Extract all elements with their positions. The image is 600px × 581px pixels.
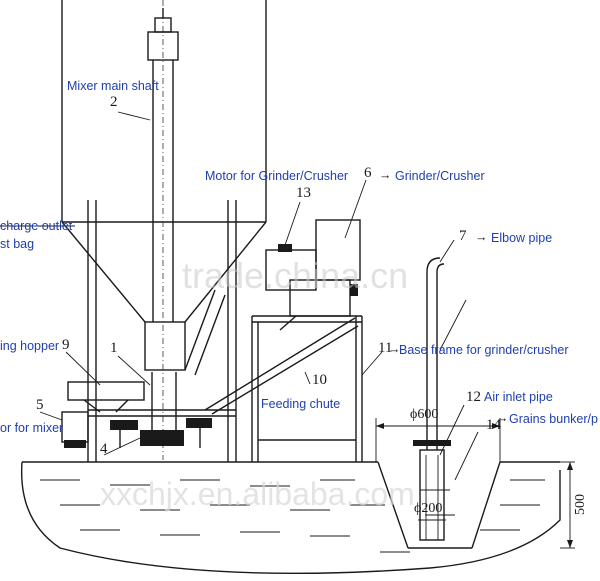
watermark-alibaba: xxchjx.en.alibaba.com [100, 476, 415, 512]
part-number-12: 12 [466, 389, 481, 405]
arrow-grinder: → [379, 168, 392, 182]
feeding-hopper [67, 381, 145, 413]
leader-lines [0, 111, 479, 481]
part-number-6: 6 [364, 165, 372, 181]
arrow-grains-bunker: → [496, 411, 509, 425]
part-number-14: 14 [486, 417, 501, 433]
label-feeding-hopper: ing hopper [0, 339, 60, 353]
label-st-bag: st bag [0, 237, 35, 251]
dimension-phi200: ϕ200 [414, 501, 443, 516]
part-number-11: 11 [378, 340, 393, 356]
label-base-frame: Base frame for grinder/crusher [399, 343, 569, 357]
ground-section [20, 461, 561, 575]
inner-feeder [151, 289, 226, 435]
grinder-crusher [265, 219, 361, 331]
part-number-5: 5 [36, 397, 44, 413]
grains-bunker [413, 440, 451, 541]
arrow-base-frame: → [388, 342, 401, 356]
part-number-9: 9 [62, 337, 70, 353]
part-number-7: 7 [459, 228, 467, 244]
mixer-silo [61, 0, 267, 460]
part-number-2: 2 [110, 94, 118, 110]
label-mixer-main-shaft: Mixer main shaft [67, 79, 159, 93]
part-number-10: 10 [312, 372, 327, 388]
arrow-elbow-pipe: → [475, 230, 488, 244]
label-motor-for-mixer: or for mixer [0, 421, 64, 435]
air-inlet-pipe [426, 257, 445, 450]
part-number-4: 4 [100, 441, 108, 457]
label-charge-outlet: charge outlet [0, 219, 73, 233]
feeding-chute [204, 317, 359, 415]
dimension-500: 500 [573, 494, 588, 515]
label-elbow-pipe: Elbow pipe [491, 231, 553, 245]
part-number-13: 13 [296, 185, 311, 201]
mixer-motor [61, 411, 212, 448]
dimension-phi600: ϕ600 [410, 407, 439, 422]
label-air-inlet-pipe: Air inlet pipe [484, 390, 553, 404]
watermark-trade-china: trade.china.cn [182, 255, 409, 296]
dimension-lines [375, 418, 575, 549]
part-number-1: 1 [110, 340, 118, 356]
label-feeding-chute: Feeding chute [261, 397, 341, 411]
base-frame [251, 315, 363, 462]
label-motor-grinder: Motor for Grinder/Crusher [205, 169, 349, 183]
label-grains-bunker: Grains bunker/p [509, 412, 598, 426]
label-grinder-crusher: Grinder/Crusher [395, 169, 485, 183]
